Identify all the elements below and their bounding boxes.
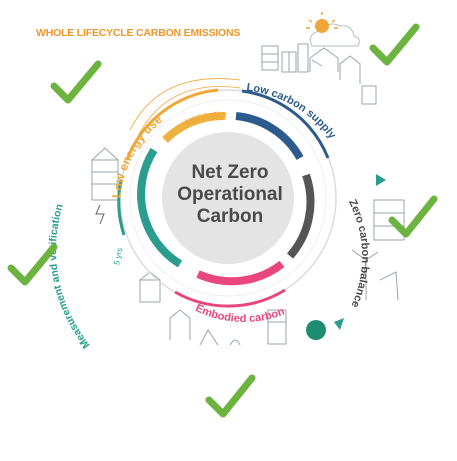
segment-low-carbon (235, 112, 304, 161)
center-line-3: Carbon (196, 206, 264, 227)
label-low-energy-unit: kWh/m²/yr (184, 110, 227, 128)
segment-embodied (196, 260, 285, 286)
segment-measure-outer (117, 179, 126, 236)
label-measurement: Measurement and verification (47, 203, 92, 351)
center-line-1: Net Zero (191, 162, 269, 183)
segment-embodied-outer (174, 288, 286, 308)
check-icon (7, 243, 58, 286)
diagram-title: WHOLE LIFECYCLE CARBON EMISSIONS (36, 27, 241, 39)
teal-ball-icon (306, 320, 326, 340)
outer-ring-inner (129, 99, 327, 297)
sun-icon (306, 12, 338, 33)
energy-wave-lines (129, 78, 241, 137)
checkmarks (7, 23, 438, 418)
check-icon (369, 23, 420, 66)
label-low-energy: Low energy use (109, 112, 165, 199)
segment-measure (137, 147, 183, 268)
triangle-icon (334, 318, 344, 330)
segment-low-energy (162, 111, 226, 143)
label-zero-carbon-balance: Zero carbon balance (346, 198, 371, 310)
label-measurement-years: 5 yrs (112, 247, 124, 266)
triangle-icon (376, 174, 386, 186)
city-illustration (91, 23, 405, 346)
center-disc (162, 132, 294, 264)
check-icon (205, 374, 256, 418)
check-icon (50, 60, 102, 104)
segment-low-carbon-outer (241, 89, 330, 159)
segment-zero-balance (286, 173, 315, 259)
center-label: Net Zero Operational Carbon (170, 162, 290, 228)
check-icon (388, 195, 438, 238)
segment-low-energy-outer (125, 88, 219, 161)
center-line-2: Operational (177, 184, 283, 205)
